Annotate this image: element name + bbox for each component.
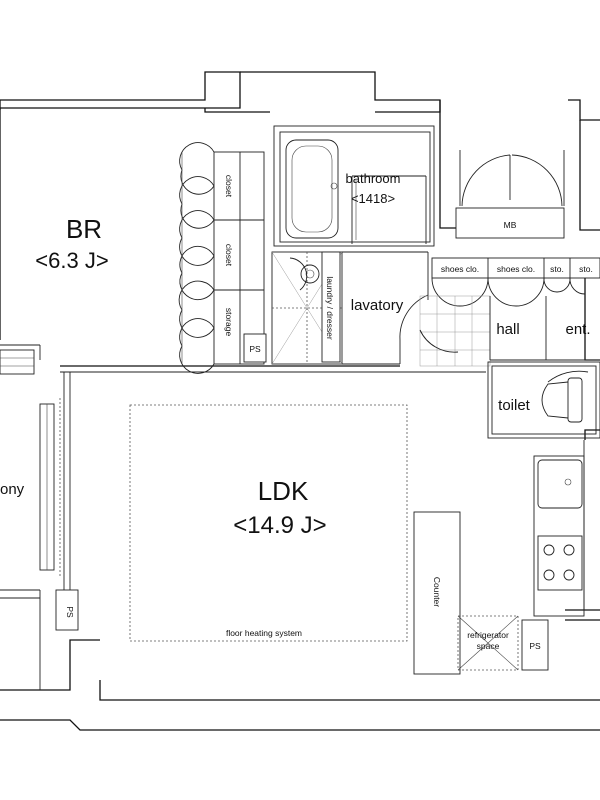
closet-column [178,142,267,374]
mb-entrance [455,150,565,239]
closet-2-label: closet [224,244,234,267]
bathroom [273,125,435,247]
hall-label: hall [496,321,519,338]
lavatory-label: lavatory [351,297,404,314]
br-room [0,108,400,373]
ps-2-label: PS [65,606,75,618]
shoes-closet-2-label: shoes clo. [497,264,535,274]
sto-2-label: sto. [579,264,593,274]
ent-label: ent. [565,321,590,338]
br-size-label: <6.3 J> [35,248,108,273]
counter-label: Counter [432,577,442,607]
balcony-label: ony [0,481,25,498]
shoes-closets [431,257,600,307]
storage-label: storage [224,308,234,337]
closet-1-label: closet [224,175,234,198]
bathroom-label: bathroom [346,171,401,186]
lavatory-area [271,251,429,365]
ps-1-label: PS [249,344,261,354]
floor-heating-label: floor heating system [226,628,302,638]
mb-label: MB [504,220,517,230]
refrigerator-label-2: space [477,641,500,651]
ps-3-label: PS [529,641,541,651]
ldk-size-label: <14.9 J> [233,512,326,539]
exterior-walls [0,71,600,731]
shoes-closet-1-label: shoes clo. [441,264,479,274]
bathroom-size-label: <1418> [351,191,395,206]
ldk-label: LDK [258,476,309,506]
ldk-room [63,371,486,642]
hall-tiles [419,295,600,367]
balcony-window [0,349,79,690]
refrigerator-label-1: refrigerator [467,630,509,640]
toilet-room [487,361,600,439]
laundry-label: laundry / dresser [325,276,335,339]
sto-1-label: sto. [550,264,564,274]
toilet-label: toilet [498,397,531,414]
br-label: BR [66,214,102,244]
kitchen [413,440,585,675]
